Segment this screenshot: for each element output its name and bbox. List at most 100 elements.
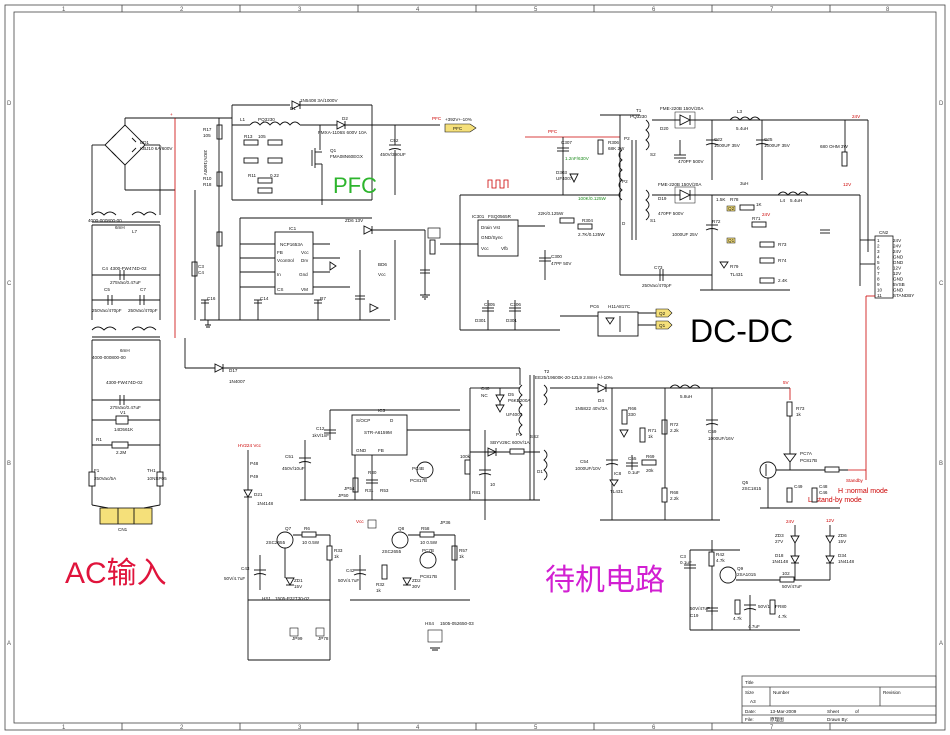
standby-block: T2 EE25/19600K-20-1ZL9 2.8mH +/-10% P1 S… xyxy=(224,368,888,661)
r1-value: 2.2M xyxy=(116,450,126,455)
r6-value: 10 0.5W xyxy=(302,540,320,545)
c305-ref: C306 xyxy=(510,302,521,307)
ic1-pin-drv: Drv xyxy=(301,258,309,263)
size-value: A3 xyxy=(750,699,756,704)
col-label: 1 xyxy=(62,725,66,731)
c5-s-ref: 50V/10uF xyxy=(758,604,778,609)
row-label: B xyxy=(939,461,943,467)
schematic-label: Q2 xyxy=(728,206,735,211)
schematic-label: 12V xyxy=(893,271,902,276)
r69-ref: R69 xyxy=(646,454,655,459)
number-label: Number xyxy=(773,690,790,695)
col-label: 2 xyxy=(180,7,184,13)
zd3-value: 27V xyxy=(775,539,784,544)
q7-value: 2SC2655 xyxy=(266,540,286,545)
row-markers: D C B A D C B A xyxy=(7,101,944,647)
v1-ref: V1 xyxy=(120,410,126,415)
t2-d1: D1 xyxy=(537,469,543,474)
v12-label: 12V xyxy=(843,182,852,187)
r78-value: 1K xyxy=(756,202,763,207)
pc7b-ref: PC7B xyxy=(422,548,434,553)
ic1-pin-gnd: Gnd xyxy=(299,272,308,277)
r33-value: 1k xyxy=(334,554,340,559)
v1-value: 14D561K xyxy=(114,427,134,432)
file-value: 原理图 xyxy=(770,717,784,723)
l7-part: 4000-000800-00 xyxy=(88,218,122,223)
r306-ref: R306 xyxy=(608,140,619,145)
schematic-label: 24V xyxy=(893,244,902,249)
schematic-label: 10 xyxy=(877,288,883,293)
l3-ref: L3 xyxy=(737,109,743,114)
r72-ref: R72 xyxy=(712,219,721,224)
c8-rating: 275Vac/0.47uF xyxy=(110,405,141,410)
schematic-label: FB xyxy=(378,448,384,453)
d20-value: FME-220B 150V/20A xyxy=(660,106,704,111)
r17-ref: R17 xyxy=(203,127,212,132)
c5-s-value: 4.7uF xyxy=(748,624,760,629)
zd1-ref: ZD1 xyxy=(294,578,303,583)
schematic-label: 5 xyxy=(877,260,880,265)
schematic-label: S/OCP xyxy=(356,418,370,423)
standby-5v: 5V xyxy=(783,380,790,385)
r74-ref: R74 xyxy=(778,258,787,263)
ic301-ref: IC301 xyxy=(472,214,485,219)
standby-note-title: Standby xyxy=(846,478,864,483)
col-label: 6 xyxy=(652,725,656,731)
inner-border xyxy=(13,11,937,724)
opto-pc6 xyxy=(597,311,639,337)
col-label: 1 xyxy=(62,7,66,13)
d17-ref: D17 xyxy=(229,368,238,373)
d15-value: UF4007 xyxy=(506,412,523,417)
schematic-label: GND xyxy=(356,448,367,453)
q9-ref: Q9 xyxy=(737,566,744,571)
c12-value: 1kV/1nF xyxy=(312,433,329,438)
q7-ref: Q7 xyxy=(285,526,292,531)
zd6-value: 15V xyxy=(838,539,847,544)
d303-value: UF4007 xyxy=(556,176,573,181)
c43-ref: C43 xyxy=(241,566,250,571)
schematic-label: P49 xyxy=(250,474,259,479)
q1-ref: Q1 xyxy=(330,148,337,153)
r304-ref: R304 xyxy=(582,218,593,223)
schematic-label: Q1 xyxy=(728,238,735,243)
c19-ref: 100k xyxy=(460,454,471,459)
schematic-label: IC8 xyxy=(614,471,622,476)
pc7a-value: PC817B xyxy=(800,458,817,463)
c8-part: 4300-FW474D-02 xyxy=(106,380,143,385)
r17-value: 105 xyxy=(203,133,211,138)
d18-ref: D18 xyxy=(775,553,784,558)
zd1-value: 15V xyxy=(294,584,303,589)
schematic-label: GND xyxy=(893,255,904,260)
t1-p2b: P2 xyxy=(622,179,628,184)
r73-ref: R73 xyxy=(778,242,787,247)
v24-label: 24V xyxy=(852,114,861,119)
schematic-label: 7 xyxy=(877,271,880,276)
schematic-label: 2 xyxy=(877,244,880,249)
c5-ref: C5 xyxy=(104,287,110,292)
r73-s-ref: R73 xyxy=(796,406,805,411)
col-label: 2 xyxy=(180,725,184,731)
r304-value: 2.7K/0.125W xyxy=(578,232,605,237)
ic1-part: NCP1653A xyxy=(280,242,304,247)
pfc-net-flag xyxy=(444,123,477,133)
r68-ref: R68 xyxy=(670,490,679,495)
l2-ind: 6mH xyxy=(120,348,130,353)
zd6-ref: ZD6 xyxy=(838,533,847,538)
r73-s-value: 1k xyxy=(796,412,802,417)
schematic-label: 11 xyxy=(877,293,882,298)
cn1-ref: CN1 xyxy=(118,527,128,532)
c304-ref: C305 xyxy=(484,302,495,307)
r84-value: C46 xyxy=(819,490,828,495)
ic301-pin-vfb: Vfb xyxy=(501,246,508,251)
d1-value: 1N5408 3A/1000V xyxy=(300,98,338,103)
r1-ref: R1 xyxy=(96,437,102,442)
l4-ref: L4 xyxy=(780,198,786,203)
ic301-body xyxy=(477,219,519,257)
ic1-body xyxy=(274,231,314,295)
lout-value: 5.8uH xyxy=(680,394,692,399)
row-label: D xyxy=(939,101,944,107)
ic1-pin-in: In xyxy=(277,272,281,277)
row-label: A xyxy=(939,641,943,647)
schematic-label: 12V xyxy=(893,266,902,271)
r66-value: 330 xyxy=(628,412,636,417)
